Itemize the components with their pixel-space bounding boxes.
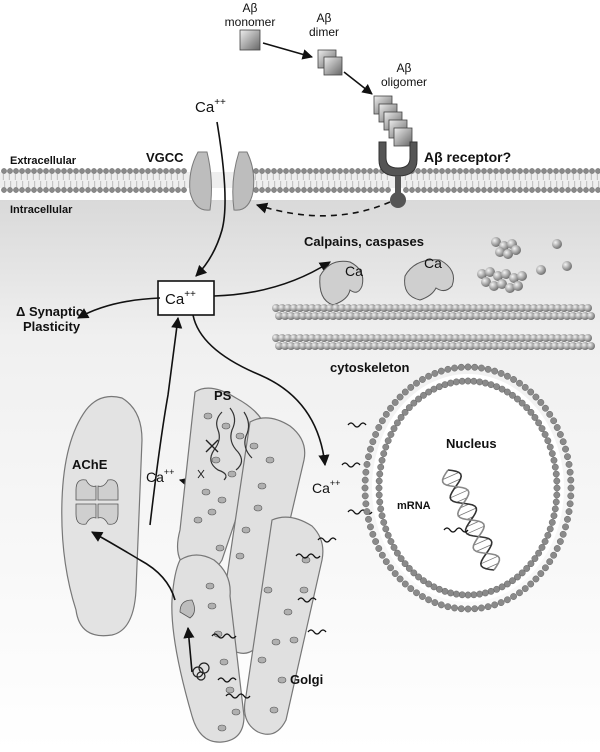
ribosomes bbox=[193, 412, 311, 732]
ca-to-synaptic-arrow bbox=[77, 297, 161, 319]
golgi-to-ache-arrow bbox=[91, 531, 176, 601]
abeta-dimer-squares bbox=[317, 49, 343, 76]
abeta-monomer-square bbox=[239, 29, 261, 51]
synaptic-label-2: Plasticity bbox=[23, 319, 81, 334]
cytoskeleton-filaments bbox=[272, 304, 595, 350]
ache-enzyme bbox=[75, 479, 119, 525]
vgcc-channel bbox=[189, 151, 255, 211]
calpain-enzyme-2 bbox=[404, 259, 454, 301]
abeta-monomer-label-1: Aβ bbox=[243, 1, 258, 15]
calpains-label: Calpains, caspases bbox=[304, 234, 424, 249]
golgi-label: Golgi bbox=[290, 672, 323, 687]
ca-to-nucleus-arrow bbox=[192, 314, 330, 467]
nucleus-label: Nucleus bbox=[446, 436, 497, 451]
ca-nucleus-label: Ca++ bbox=[312, 478, 340, 496]
golgi-internal-arrow bbox=[183, 626, 195, 673]
ache-label: AChE bbox=[72, 457, 108, 472]
vesicle-cargo bbox=[179, 599, 195, 619]
abeta-oligomer-label-2: oligomer bbox=[381, 75, 427, 89]
abeta-oligomer-label-1: Aβ bbox=[397, 61, 412, 75]
nuclear-mrna bbox=[443, 527, 469, 533]
dna-helix bbox=[441, 469, 501, 571]
cytoskeleton-fragments bbox=[477, 237, 572, 293]
abeta-oligomer-squares bbox=[373, 95, 413, 147]
receptor-to-vgcc-dashed-arrow bbox=[255, 201, 391, 217]
cell-membrane bbox=[0, 168, 600, 193]
intracellular-label: Intracellular bbox=[10, 204, 73, 216]
mrna-label: mRNA bbox=[397, 500, 431, 512]
ca-er-label: Ca++ bbox=[146, 467, 174, 485]
abeta-receptor bbox=[378, 141, 418, 208]
abeta-dimer-label-1: Aβ bbox=[317, 11, 332, 25]
ca-box bbox=[157, 280, 215, 316]
ca-box-label: Ca++ bbox=[165, 289, 196, 308]
abeta-dimer-label-2: dimer bbox=[309, 25, 339, 39]
calpain-ca-label-2: Ca bbox=[424, 255, 442, 271]
ca-influx-arrow bbox=[195, 121, 226, 277]
ca-to-calpains-arrow bbox=[213, 261, 331, 297]
cytoskeleton-label: cytoskeleton bbox=[330, 360, 410, 375]
dimer-to-oligomer-arrow bbox=[343, 71, 373, 95]
er-to-ca-box-arrow bbox=[149, 316, 183, 526]
abeta-monomer-label-2: monomer bbox=[225, 15, 276, 29]
receptor-label: Aβ receptor? bbox=[424, 149, 511, 165]
vgcc-label: VGCC bbox=[146, 150, 184, 165]
monomer-to-dimer-arrow bbox=[262, 42, 314, 60]
calpain-enzyme-1 bbox=[319, 260, 364, 306]
ribosome-coil bbox=[192, 662, 210, 681]
synaptic-label-1: Δ Synaptic bbox=[16, 304, 83, 319]
presenilin-coil bbox=[197, 407, 253, 481]
ps-label: PS bbox=[214, 388, 232, 403]
calpain-ca-label-1: Ca bbox=[345, 263, 363, 279]
extracellular-label: Extracellular bbox=[10, 155, 77, 167]
nucleus bbox=[361, 363, 575, 613]
ca-extracellular-label: Ca++ bbox=[195, 97, 226, 116]
